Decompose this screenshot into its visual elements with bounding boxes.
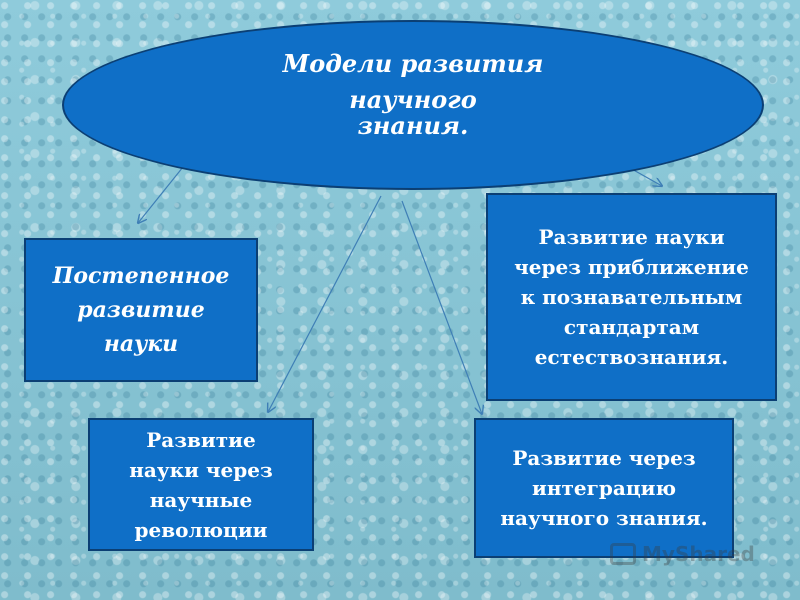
node-line: стандартам (563, 315, 700, 339)
node-scientific-revolutions: Развитие науки через научные революции (88, 418, 314, 551)
node-gradual-development: Постепенное развитие науки (24, 238, 258, 382)
node-text: Развитие науки через приближение к позна… (507, 222, 757, 372)
node-line: научные (149, 487, 253, 512)
presentation-board-icon (610, 543, 636, 565)
node-line: к познавательным (520, 285, 743, 309)
node-line: Развитие через (512, 446, 696, 470)
arrow-to-gradual (138, 166, 184, 223)
node-text: Развитие через интеграцию научного знани… (489, 443, 719, 533)
node-line: Развитие (146, 427, 256, 452)
node-line: интеграцию (532, 476, 676, 500)
node-line: Развитие науки (538, 225, 725, 249)
node-line: революции (134, 517, 268, 542)
title-line: знания. (357, 111, 469, 140)
node-line: через приближение (514, 255, 749, 279)
title-ellipse: Модели развития научного знания. (62, 20, 764, 190)
node-line: естествознания. (534, 345, 729, 369)
node-line: науки через (129, 457, 273, 482)
node-line: Постепенное (52, 262, 230, 289)
arrow-to-integration (401, 200, 482, 414)
node-knowledge-integration: Развитие через интеграцию научного знани… (474, 418, 734, 558)
node-text: Развитие науки через научные революции (111, 425, 291, 545)
arrow-to-revolutions (268, 195, 382, 412)
watermark-text: MyShared (642, 542, 755, 566)
node-line: научного знания. (500, 506, 708, 530)
title-text: Модели развития научного знания. (223, 49, 603, 144)
node-cognitive-standards: Развитие науки через приближение к позна… (486, 193, 777, 401)
node-text: Постепенное развитие науки (41, 259, 241, 361)
watermark: MyShared (610, 538, 770, 570)
node-line: развитие (77, 296, 205, 323)
arrow-to-standards (629, 167, 662, 186)
title-line: Модели развития научного (282, 49, 544, 114)
node-line: науки (103, 331, 179, 358)
